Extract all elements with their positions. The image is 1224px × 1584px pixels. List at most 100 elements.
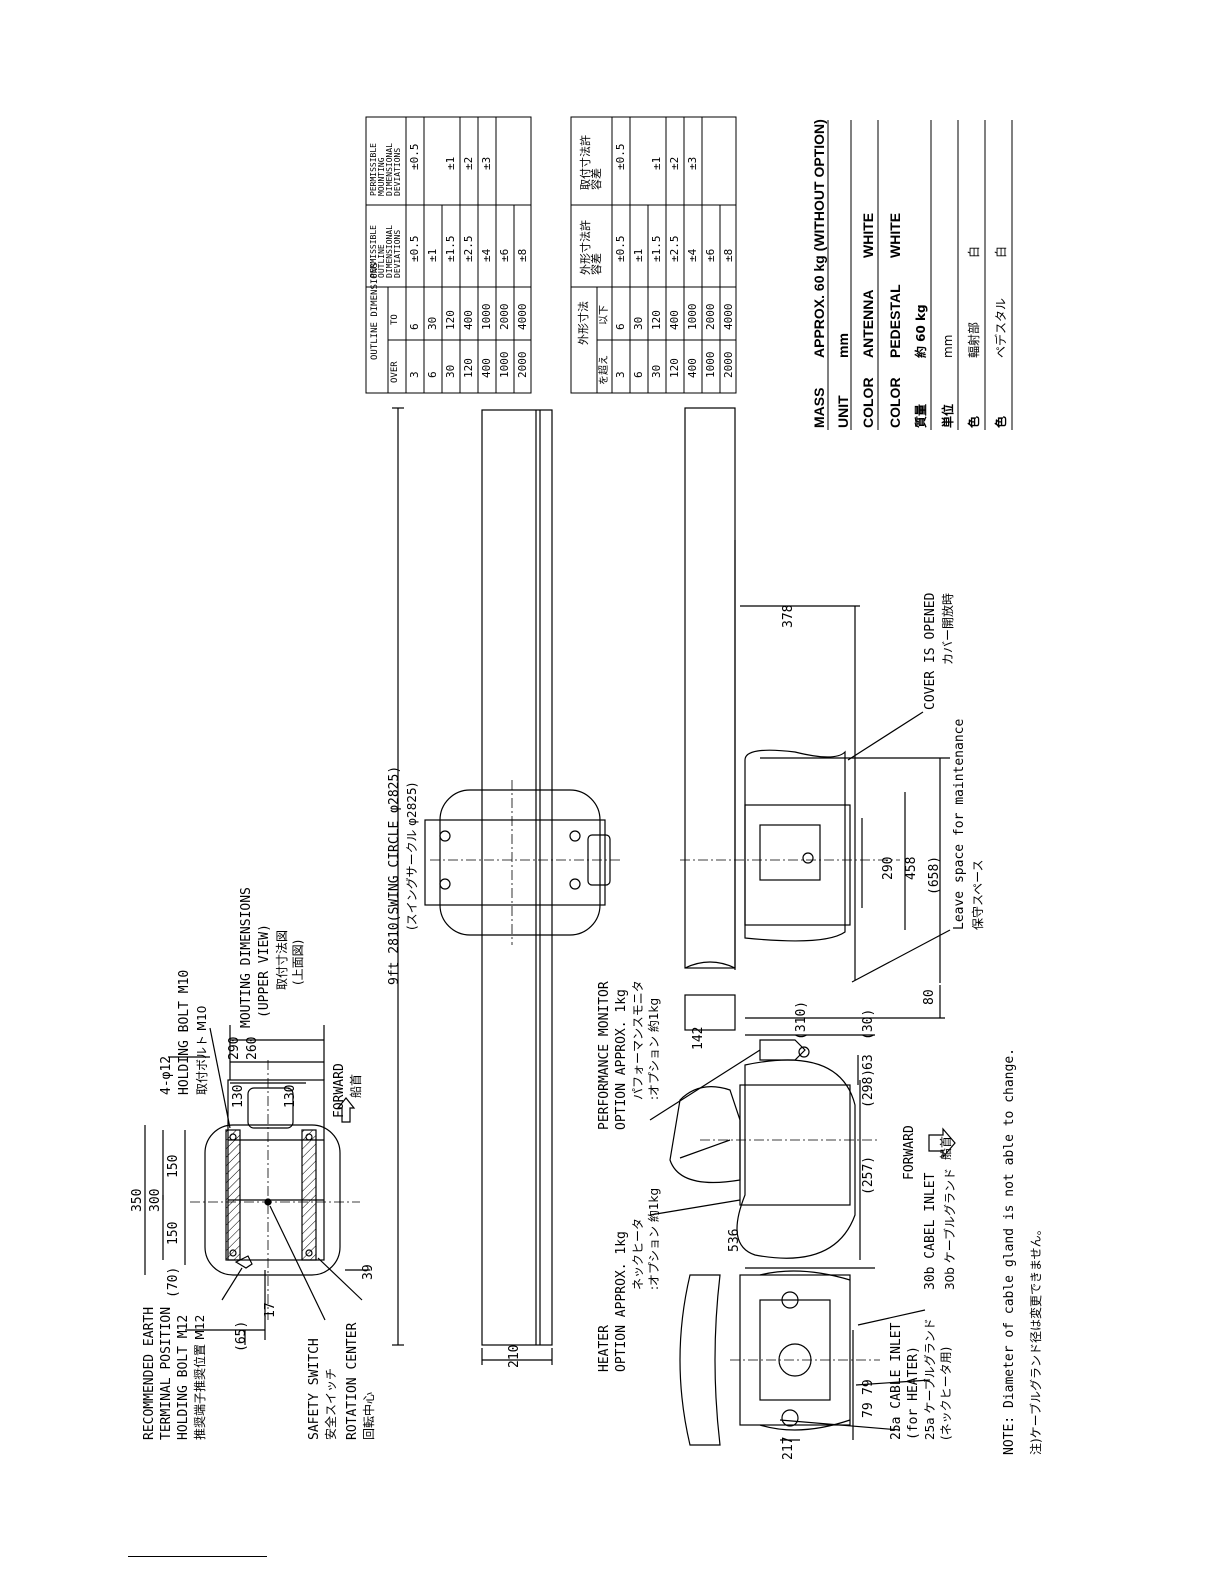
label-cover-opened-jp: カバー開放時	[941, 592, 955, 665]
table-cell-over: 2000	[722, 351, 735, 379]
th-over-jp: を超え	[599, 355, 610, 385]
table-cell-to: 2000	[498, 303, 511, 331]
table-cell-over: 3	[408, 371, 421, 378]
mounting-view	[144, 1025, 370, 1345]
dim-378: 378	[781, 604, 796, 628]
dim-217: 217	[781, 1436, 796, 1460]
dim-65: (65)	[234, 1320, 249, 1352]
table-cell-out: ±0.5	[408, 235, 421, 263]
table-cell-out: ±8	[516, 248, 529, 262]
spec-color1-value: WHITE	[860, 212, 876, 258]
spec-color-jp1-value: 白	[967, 245, 981, 258]
table-cell-over: 120	[668, 358, 681, 378]
dim-658: (658)	[927, 855, 942, 895]
table-cell-over: 6	[632, 371, 645, 378]
th-to: TO	[390, 314, 400, 325]
spec-color-jp2-value: 白	[994, 245, 1008, 258]
label-forward-1: FORWARD	[332, 1063, 347, 1118]
table-cell-out: ±6	[704, 248, 717, 262]
dim-458: 458	[904, 856, 919, 880]
dim-17: 17	[263, 1302, 278, 1318]
table-cell-over: 6	[426, 371, 439, 378]
label-perf-jp1: パフォーマンスモニタ	[631, 980, 645, 1100]
spec-color-jp1-part: 輻射部	[967, 321, 981, 358]
label-holding-bolt-m12: HOLDING BOLT M12	[176, 1314, 191, 1440]
table-cell-to: 2000	[704, 303, 717, 331]
table-cell-over: 1000	[498, 351, 511, 379]
table-cell-to: 6	[408, 323, 421, 330]
label-cable-25a: 25a CABLE INLET	[889, 1322, 904, 1440]
spec-unit-value: mm	[835, 333, 851, 358]
dim-130-b: 130	[283, 1084, 298, 1108]
table-cell-to: 30	[632, 316, 645, 330]
dim-63: 63	[861, 1054, 876, 1070]
label-heater-jp1: ネックヒータ	[631, 1217, 645, 1290]
label-mounting-dimensions: MOUTING DIMENSIONS	[239, 887, 254, 1028]
table-cell-mount: ±0.5	[408, 143, 421, 171]
label-heater-option: OPTION APPROX. 1kg	[614, 1231, 629, 1372]
label-cable-25a-for: (for HEATER)	[906, 1346, 921, 1440]
dim-79-b: 79	[861, 1379, 876, 1395]
table-cell-out: ±1	[632, 248, 645, 262]
table-cell-over: 30	[650, 364, 663, 378]
label-safety-switch: SAFETY SWITCH	[307, 1338, 322, 1440]
dim-350: 350	[130, 1188, 145, 1212]
spec-mass-label: MASS	[811, 387, 827, 428]
label-rotation-center: ROTATION CENTER	[345, 1322, 360, 1440]
table-cell-over: 1000	[704, 351, 717, 379]
dim-79-a: 79	[861, 1402, 876, 1418]
label-heater: HEATER	[597, 1325, 612, 1372]
table-cell-to: 6	[614, 323, 627, 330]
footer-rule	[128, 1556, 267, 1557]
spec-lines	[827, 120, 1013, 430]
table-cell-out: ±4	[480, 248, 493, 262]
label-holes: 4-φ12	[159, 1055, 174, 1095]
label-perf-jp2: :オプション 約1kg	[647, 997, 661, 1100]
table-cell-over: 3	[614, 371, 627, 378]
table-cell-mount: ±1	[650, 156, 663, 170]
table-cell-mount: ±1	[444, 156, 457, 170]
label-cover-opened: COVER IS OPENED	[923, 592, 938, 710]
label-perf-monitor-option: OPTION APPROX. 1kg	[614, 989, 629, 1130]
table-cell-out: ±2.5	[668, 235, 681, 263]
th-over: OVER	[390, 361, 400, 383]
table-cell-to: 120	[444, 310, 457, 330]
table-cell-to: 30	[426, 316, 439, 330]
table-cell-over: 30	[444, 364, 457, 378]
dim-80: 80	[922, 989, 937, 1005]
table-cell-out: ±1.5	[444, 235, 457, 263]
label-cable-30b: 30b CABEL INLET	[923, 1172, 938, 1290]
table-cell-out: ±8	[722, 248, 735, 262]
table-cell-mount: ±3	[480, 156, 493, 170]
table-cell-out: ±1	[426, 248, 439, 262]
dim-260: 260	[245, 1036, 260, 1060]
th-mount-dev-jp: 取付寸法許容差	[579, 135, 603, 190]
label-upper-view: (UPPER VIEW)	[257, 924, 272, 1018]
table-cell-to: 1000	[686, 303, 699, 331]
dim-298: (298)	[861, 1068, 876, 1108]
spec-color-jp1-label: 色	[967, 415, 981, 428]
table-cell-out: ±6	[498, 248, 511, 262]
dim-310: (310)	[794, 1000, 809, 1040]
dim-130-a: 130	[231, 1084, 246, 1108]
spec-color-jp2-part: ペデスタル	[994, 297, 1008, 358]
label-rotation-center-jp: 回転中心	[362, 1391, 376, 1440]
th-outline-dev: PERMISSIBLE OUTLINE DIMENSIONAL DEVIATIO…	[369, 225, 402, 278]
table-cell-mount: ±3	[686, 156, 699, 170]
table-cell-to: 4000	[722, 303, 735, 331]
label-forward-2: FORWARD	[902, 1125, 917, 1180]
spec-color1-label: COLOR	[860, 377, 876, 428]
table-cell-over: 120	[462, 358, 475, 378]
spec-color2-label: COLOR	[887, 377, 903, 428]
table-cell-to: 4000	[516, 303, 529, 331]
label-forward-1-jp: 船首	[349, 1073, 363, 1098]
label-note: NOTE: Diameter of cable gland is not abl…	[1002, 1048, 1017, 1455]
dim-30: (30)	[861, 1008, 876, 1040]
table-cell-to: 1000	[480, 303, 493, 331]
dim-39: 39	[361, 1264, 376, 1280]
table-cell-mount: ±0.5	[614, 143, 627, 171]
label-swing-circle: 9ft 2810(SWING CIRCLE φ2825)	[387, 765, 402, 985]
label-leave-space-jp: 保守スペース	[971, 859, 985, 930]
spec-mass-jp-label: 質量	[914, 403, 928, 428]
label-perf-monitor: PERFORMANCE MONITOR	[597, 981, 612, 1130]
